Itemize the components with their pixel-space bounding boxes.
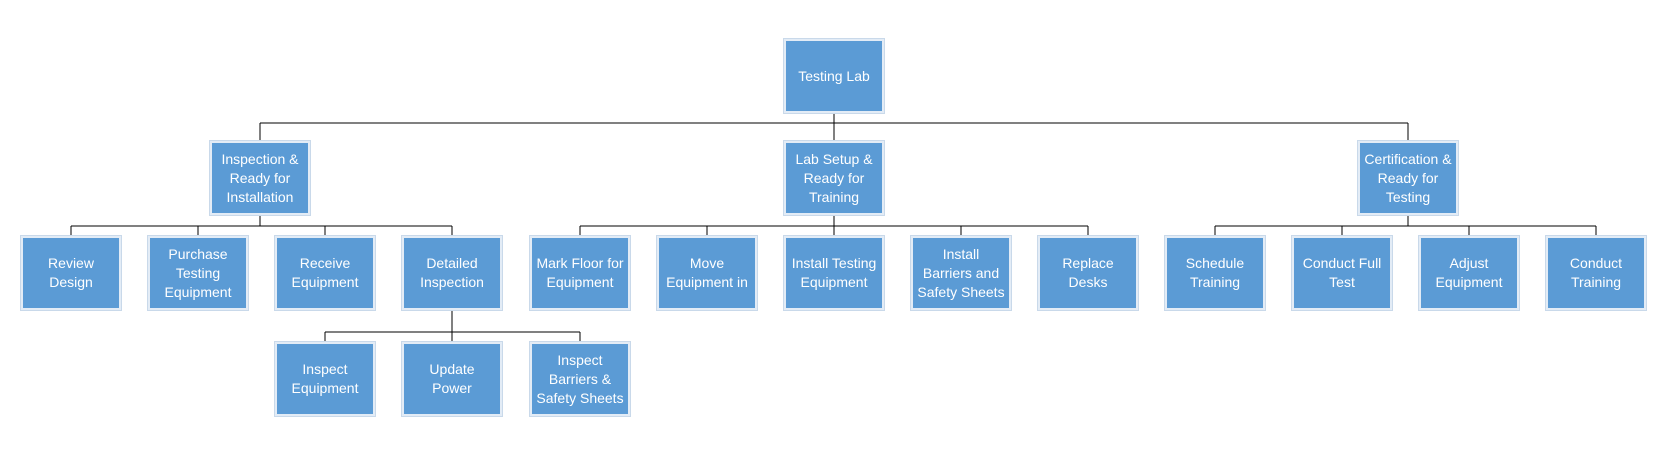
node-schedule-training: Schedule Training xyxy=(1165,236,1265,310)
node-label: Purchase Testing Equipment xyxy=(164,245,232,300)
node-label: Review Design xyxy=(48,255,94,290)
node-conduct-training: Conduct Training xyxy=(1546,236,1646,310)
node-move-equipment-in: Move Equipment in xyxy=(657,236,757,310)
node-lab-setup-ready-for-training: Lab Setup & Ready for Training xyxy=(784,141,884,215)
node-mark-floor-for-equipment: Mark Floor for Equipment xyxy=(530,236,630,310)
node-receive-equipment: Receive Equipment xyxy=(275,236,375,310)
node-label: Testing Lab xyxy=(798,67,870,84)
node-install-barriers-safety-sheets: Install Barriers and Safety Sheets xyxy=(911,236,1011,310)
node-label: Adjust Equipment xyxy=(1435,255,1503,290)
node-replace-desks: Replace Desks xyxy=(1038,236,1138,310)
node-label: Replace Desks xyxy=(1062,255,1114,290)
node-inspect-equipment: Inspect Equipment xyxy=(275,342,375,416)
node-inspection-ready-for-installation: Inspection & Ready for Installation xyxy=(210,141,310,215)
node-label: Install Testing Equipment xyxy=(791,255,877,290)
node-certification-ready-for-testing: Certification & Ready for Testing xyxy=(1358,141,1458,215)
node-label: Update Power xyxy=(429,361,475,396)
node-review-design: Review Design xyxy=(21,236,121,310)
node-label: Install Barriers and Safety Sheets xyxy=(917,245,1005,300)
node-label: Receive Equipment xyxy=(291,255,359,290)
node-label: Inspect Barriers & Safety Sheets xyxy=(536,351,624,406)
node-inspect-barriers-safety-sheets: Inspect Barriers & Safety Sheets xyxy=(530,342,630,416)
node-update-power: Update Power xyxy=(402,342,502,416)
node-label: Detailed Inspection xyxy=(420,255,484,290)
node-conduct-full-test: Conduct Full Test xyxy=(1292,236,1392,310)
node-label: Move Equipment in xyxy=(666,255,748,290)
node-adjust-equipment: Adjust Equipment xyxy=(1419,236,1519,310)
node-label: Schedule Training xyxy=(1185,255,1245,290)
node-label: Conduct Full Test xyxy=(1302,255,1382,290)
node-purchase-testing-equipment: Purchase Testing Equipment xyxy=(148,236,248,310)
node-install-testing-equipment: Install Testing Equipment xyxy=(784,236,884,310)
node-label: Certification & Ready for Testing xyxy=(1364,150,1452,205)
node-label: Conduct Training xyxy=(1569,255,1623,290)
node-testing-lab: Testing Lab xyxy=(784,39,884,113)
node-label: Inspect Equipment xyxy=(291,361,359,396)
node-detailed-inspection: Detailed Inspection xyxy=(402,236,502,310)
node-label: Mark Floor for Equipment xyxy=(536,255,624,290)
node-label: Lab Setup & Ready for Training xyxy=(795,150,873,205)
node-label: Inspection & Ready for Installation xyxy=(221,150,299,205)
